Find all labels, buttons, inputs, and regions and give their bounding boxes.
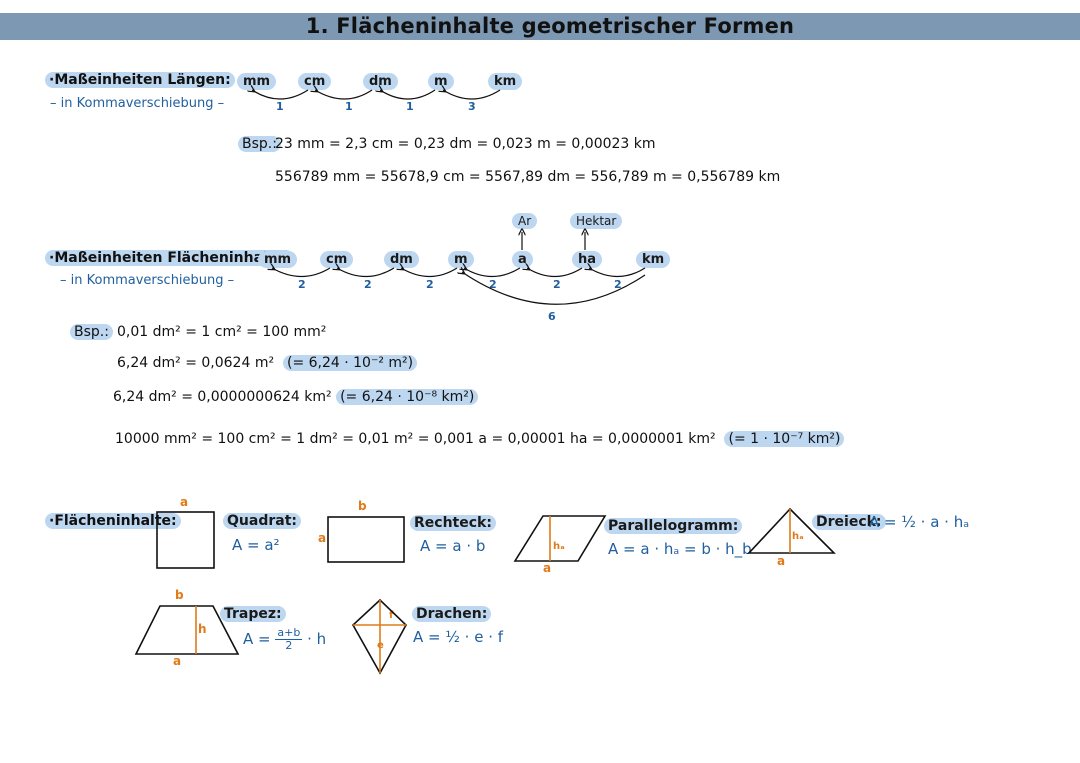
areas-example-line3: 6,24 dm² = 0,0000000624 km² (= 6,24 · 10… bbox=[113, 389, 479, 405]
parallelogramm-formula: A = a · hₐ = b · h_b bbox=[608, 540, 752, 558]
dreieck-height: hₐ bbox=[792, 531, 804, 542]
areas-example-line2: 6,24 dm² = 0,0624 m² (= 6,24 · 10⁻² m²) bbox=[117, 355, 418, 371]
quadrat-formula: A = a² bbox=[232, 536, 280, 554]
areas-example-label: Bsp.: bbox=[70, 324, 113, 340]
quadrat-name: Quadrat: bbox=[223, 513, 301, 529]
areas-units-subheading: – in Kommaverschiebung – bbox=[60, 273, 235, 288]
areas-example-line1: 0,01 dm² = 1 cm² = 100 mm² bbox=[117, 324, 327, 340]
dreieck-formula: A = ½ · a · hₐ bbox=[869, 513, 970, 531]
length-step-3: 1 bbox=[406, 100, 414, 113]
area-unit-km: km bbox=[636, 251, 671, 268]
note-hektar: Hektar bbox=[570, 213, 623, 229]
areas-example-line4: 10000 mm² = 100 cm² = 1 dm² = 0,01 m² = … bbox=[115, 431, 845, 447]
dreieck-name: Dreieck: bbox=[812, 514, 886, 530]
area-step-6: 2 bbox=[614, 278, 622, 291]
lengths-example-label: Bsp.: bbox=[238, 136, 281, 152]
length-unit-km: km bbox=[488, 73, 523, 90]
title-bar bbox=[0, 13, 1080, 40]
area-unit-dm: dm bbox=[384, 251, 419, 268]
note-ar: Ar bbox=[512, 213, 538, 229]
trapez-height: h bbox=[198, 622, 207, 636]
shapes-heading: ·Flächeninhalte: bbox=[45, 513, 181, 529]
area-step-3: 2 bbox=[426, 278, 434, 291]
trapez-name: Trapez: bbox=[220, 606, 286, 622]
trapez-side-b: b bbox=[175, 588, 184, 602]
lengths-example-line2: 556789 mm = 55678,9 cm = 5567,89 dm = 55… bbox=[275, 169, 781, 185]
area-arcs bbox=[272, 232, 646, 305]
dreieck-side: a bbox=[777, 554, 786, 568]
area-step-big: 6 bbox=[548, 310, 556, 323]
length-unit-cm: cm bbox=[298, 73, 332, 90]
length-step-2: 1 bbox=[345, 100, 353, 113]
drachen-name: Drachen: bbox=[412, 606, 492, 622]
trapez-side-a: a bbox=[173, 654, 182, 668]
area-step-2: 2 bbox=[364, 278, 372, 291]
area-step-4: 2 bbox=[489, 278, 497, 291]
rechteck-side-a: a bbox=[318, 531, 327, 545]
area-step-5: 2 bbox=[553, 278, 561, 291]
rechteck-name: Rechteck: bbox=[410, 515, 496, 531]
area-step-1: 2 bbox=[298, 278, 306, 291]
area-unit-ha: ha bbox=[572, 251, 603, 268]
quadrat-side-label: a bbox=[180, 495, 189, 509]
shape-drawings bbox=[134, 507, 836, 675]
trapez-formula: A = a+b 2 · h bbox=[243, 626, 327, 652]
page-title: 1. Flächeninhalte geometrischer Formen bbox=[305, 14, 795, 38]
area-unit-cm: cm bbox=[320, 251, 354, 268]
lengths-subheading: – in Kommaverschiebung – bbox=[50, 96, 225, 111]
parallelogramm-side: a bbox=[543, 561, 552, 575]
length-unit-dm: dm bbox=[363, 73, 398, 90]
length-step-4: 3 bbox=[468, 100, 476, 113]
drachen-diag-f: f bbox=[389, 610, 394, 621]
rechteck-side-b: b bbox=[358, 499, 367, 513]
drachen-formula: A = ½ · e · f bbox=[413, 628, 504, 646]
length-step-1: 1 bbox=[276, 100, 284, 113]
length-arcs bbox=[252, 90, 501, 100]
parallelogramm-name: Parallelogramm: bbox=[604, 518, 743, 534]
lengths-heading: ·Maßeinheiten Längen: bbox=[45, 72, 235, 88]
parallelogramm-height: hₐ bbox=[553, 541, 565, 552]
areas-units-heading: ·Maßeinheiten Flächeninhalte: bbox=[45, 250, 294, 266]
lengths-example-line1: 23 mm = 2,3 cm = 0,23 dm = 0,023 m = 0,0… bbox=[275, 136, 656, 152]
rechteck-formula: A = a · b bbox=[420, 537, 486, 555]
